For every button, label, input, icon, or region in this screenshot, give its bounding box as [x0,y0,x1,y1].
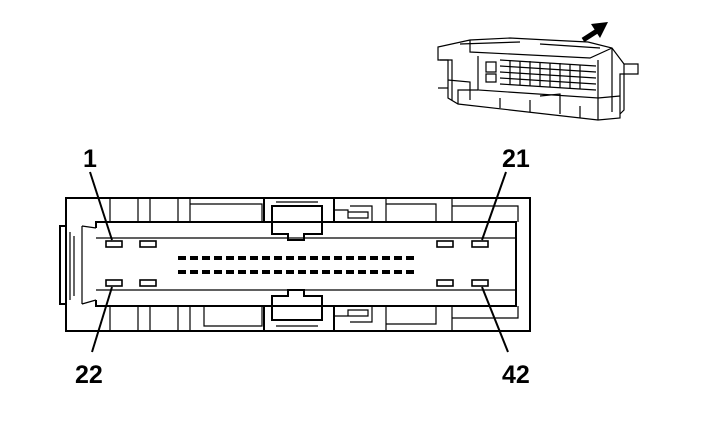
pin [238,256,246,260]
pin [310,256,318,260]
pin [406,256,414,260]
connector-face [59,197,531,332]
pin [310,270,318,274]
pin-row-top [105,240,489,274]
pin [178,256,186,260]
pin [238,270,246,274]
pin [139,279,157,287]
pin-42 [471,279,489,287]
pin-label-42: 42 [502,361,530,389]
pin-label-1: 1 [83,145,97,173]
pin [286,256,294,260]
leader-line-pin-42 [481,286,509,353]
pin-label-21: 21 [502,145,530,173]
pin [370,256,378,260]
pin-22 [105,279,123,287]
pin [202,270,210,274]
pin [250,256,258,260]
pin [202,256,210,260]
connector-perspective-icon [437,22,639,121]
pin [322,270,330,274]
pin [382,270,390,274]
left-latch [59,225,66,305]
pin [214,256,222,260]
pin [226,270,234,274]
pin [274,270,282,274]
pin [394,256,402,260]
pin [358,270,366,274]
pin [262,270,270,274]
pin-row-bottom [105,279,489,287]
pin [274,256,282,260]
pin [322,256,330,260]
pin [226,256,234,260]
pin [436,279,454,287]
pin [190,256,198,260]
pin-label-22: 22 [75,361,103,389]
pin [214,270,222,274]
pin [370,270,378,274]
pin [436,240,454,248]
pin [262,256,270,260]
pin [298,270,306,274]
pin [190,270,198,274]
pin [346,256,354,260]
pin-cavity [95,221,517,307]
pin [358,256,366,260]
housing-outline [65,197,531,332]
pin [250,270,258,274]
pin-21 [471,240,489,248]
pin [334,256,342,260]
pin [286,270,294,274]
leader-line-pin-22 [91,286,113,353]
pin [334,270,342,274]
pin [178,270,186,274]
pin [394,270,402,274]
pin [298,256,306,260]
pin [382,256,390,260]
leader-line-pin-1 [89,171,113,241]
pin-1 [105,240,123,248]
pin [139,240,157,248]
pin [346,270,354,274]
pin [406,270,414,274]
leader-line-pin-21 [481,171,507,241]
direction-arrow-icon [581,22,608,43]
